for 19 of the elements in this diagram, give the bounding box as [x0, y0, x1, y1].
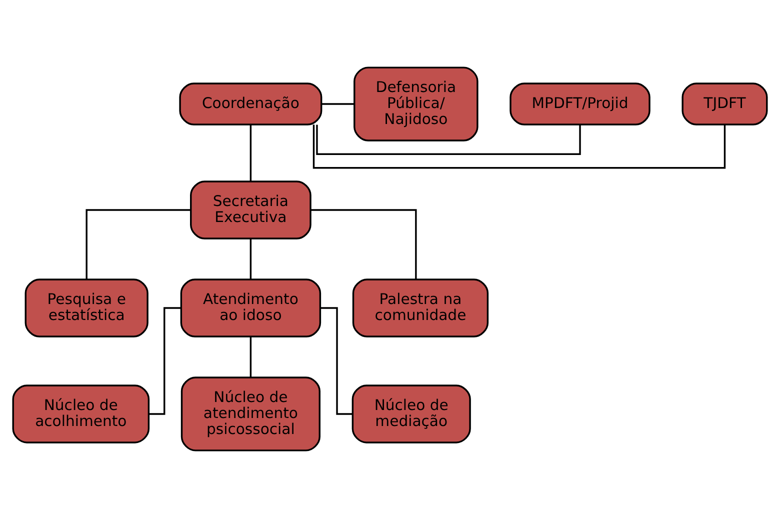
node-box: Núcleo de mediação: [352, 384, 471, 444]
node-box: Palestra na comunidade: [352, 278, 489, 338]
connector: [316, 124, 581, 156]
node-box: Atendimento ao idoso: [180, 278, 322, 338]
connector: [310, 209, 417, 280]
node-box: Coordenação: [179, 82, 322, 126]
node-box: Núcleo de acolhimento: [12, 384, 150, 444]
node-box: Defensoria Pública/ Najidoso: [354, 66, 478, 142]
connector: [86, 209, 191, 280]
node-box: Núcleo de atendimento psicossocial: [180, 376, 320, 452]
connector: [250, 336, 252, 378]
node-box: MPDFT/Projid: [510, 82, 650, 126]
connector: [250, 124, 252, 182]
node-box: Secretaria Executiva: [190, 180, 312, 240]
connector: [322, 103, 354, 105]
connector: [312, 124, 726, 169]
connector: [250, 238, 252, 280]
node-box: TJDFT: [682, 82, 768, 126]
node-box: Pesquisa e estatística: [24, 278, 148, 338]
